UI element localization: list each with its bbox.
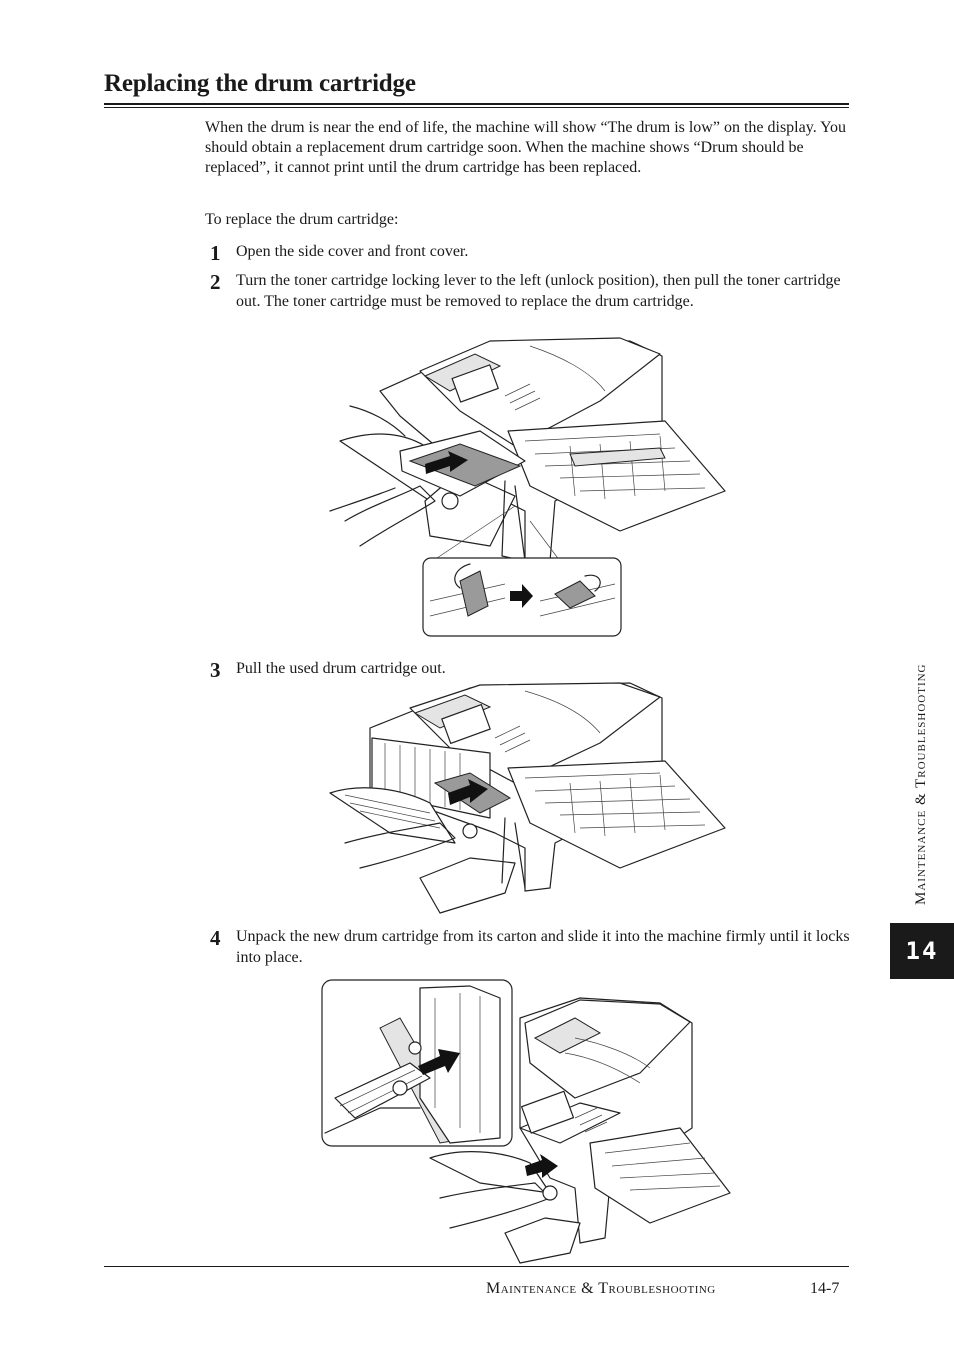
title-rule-thin <box>104 107 849 108</box>
step-1-text: Open the side cover and front cover. <box>236 243 469 260</box>
chapter-tab: 14 <box>890 923 954 979</box>
drum-removal-illustration <box>329 682 726 914</box>
footer-section-title: Maintenance & Troubleshooting <box>486 1280 716 1297</box>
page-title: Replacing the drum cartridge <box>104 70 416 97</box>
step-3-number: 3 <box>210 658 221 682</box>
step-2-text: Turn the toner cartridge locking lever t… <box>236 272 841 310</box>
page-number: 14-7 <box>810 1280 840 1297</box>
step-4-number: 4 <box>210 926 221 950</box>
step-4-text: Unpack the new drum cartridge from its c… <box>236 928 850 966</box>
step-1-number: 1 <box>210 241 221 265</box>
title-rule <box>104 103 849 105</box>
intro-paragraph: When the drum is near the end of life, t… <box>205 119 847 176</box>
lead-in-text: To replace the drum cartridge: <box>205 211 399 228</box>
drum-install-illustration <box>321 979 731 1264</box>
step-2-number: 2 <box>210 270 221 294</box>
side-section-label: Maintenance & Troubleshooting <box>913 663 929 906</box>
footer-rule <box>104 1266 849 1267</box>
toner-removal-illustration <box>329 337 726 637</box>
step-3-text: Pull the used drum cartridge out. <box>236 660 446 677</box>
